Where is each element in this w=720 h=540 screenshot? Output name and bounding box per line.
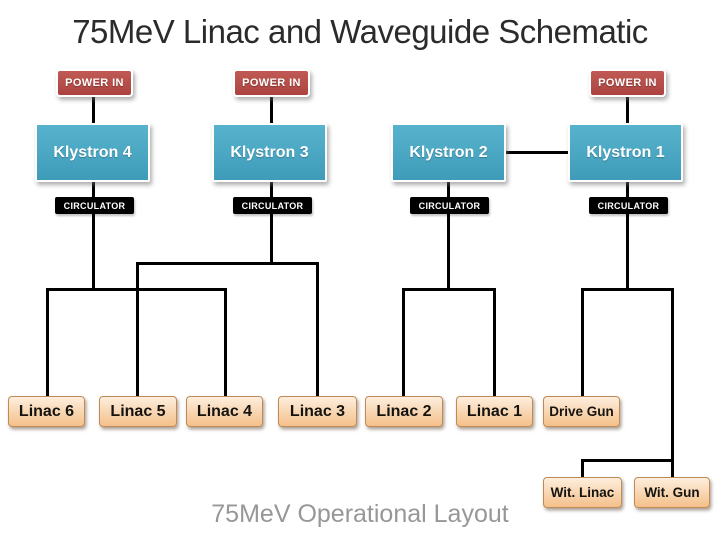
- waveguide-k2-branch-horizontal: [401, 287, 495, 291]
- klystron-4-box: Klystron 4: [35, 123, 150, 182]
- waveguide-k3-drop-linac3: [315, 261, 319, 397]
- waveguide-k2-k1-link: [506, 150, 568, 154]
- linac-6-box: Linac 6: [8, 396, 85, 427]
- waveguide-k2-drop-linac2: [401, 287, 405, 397]
- waveguide-k3-branch-horizontal: [135, 261, 319, 265]
- waveguide-power-feed-k1: [625, 97, 629, 123]
- circulator-4-box: CIRCULATOR: [55, 197, 134, 214]
- waveguide-k1-branch-horizontal: [580, 287, 674, 291]
- waveguide-k1-witness-vertical: [670, 287, 674, 462]
- klystron-2-box: Klystron 2: [391, 123, 506, 182]
- waveguide-witness-horizontal: [580, 458, 674, 462]
- waveguide-k3-circulator-feed: [269, 182, 273, 265]
- circulator-2-box: CIRCULATOR: [410, 197, 489, 214]
- klystron-3-box: Klystron 3: [212, 123, 327, 182]
- waveguide-k1-circulator-feed: [625, 182, 629, 291]
- waveguide-k3-drop-linac5: [135, 261, 139, 397]
- waveguide-k4-circulator-feed: [91, 182, 95, 291]
- waveguide-k2-circulator-feed: [446, 182, 450, 291]
- waveguide-witness-drop-witgun: [670, 458, 674, 478]
- drive-gun-box: Drive Gun: [543, 396, 620, 427]
- power-in-4-box: POWER IN: [56, 69, 133, 97]
- linac-5-box: Linac 5: [99, 396, 177, 427]
- power-in-3-box: POWER IN: [233, 69, 310, 97]
- waveguide-k4-drop-linac4: [223, 287, 227, 397]
- circulator-1-box: CIRCULATOR: [589, 197, 668, 214]
- klystron-1-box: Klystron 1: [568, 123, 683, 182]
- waveguide-power-feed-k4: [91, 97, 95, 123]
- power-in-1-box: POWER IN: [589, 69, 666, 97]
- waveguide-k4-drop-linac6: [45, 287, 49, 397]
- slide-title: 75MeV Linac and Waveguide Schematic: [72, 13, 648, 50]
- wit-gun-box: Wit. Gun: [634, 477, 710, 508]
- circulator-3-box: CIRCULATOR: [233, 197, 312, 214]
- waveguide-power-feed-k3: [269, 97, 273, 123]
- linac-3-box: Linac 3: [278, 396, 357, 427]
- waveguide-k2-drop-linac1: [492, 287, 496, 397]
- wit-linac-box: Wit. Linac: [543, 477, 622, 508]
- linac-1-box: Linac 1: [456, 396, 533, 427]
- linac-2-box: Linac 2: [365, 396, 443, 427]
- waveguide-witness-drop-witlinac: [580, 458, 584, 478]
- slide-caption: 75MeV Operational Layout: [211, 500, 509, 528]
- waveguide-k1-drop-drivegun: [580, 287, 584, 397]
- linac-4-box: Linac 4: [186, 396, 263, 427]
